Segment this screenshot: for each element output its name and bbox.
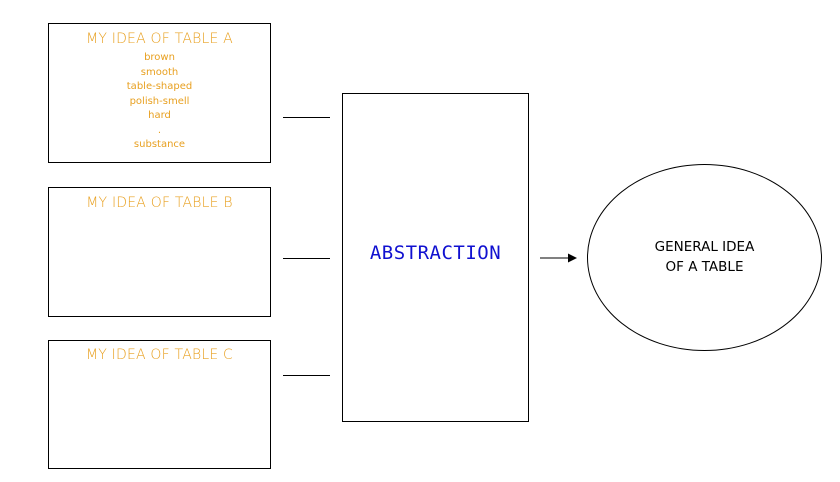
right-arrow-icon [540,253,577,263]
connector-line-a [283,117,330,118]
attribute-item: table-shaped [126,81,193,92]
attribute-item: brown [144,52,175,63]
general-idea-line-1: GENERAL IDEA [654,239,755,255]
table-a-title: MY IDEA OF TABLE A [86,31,233,47]
abstraction-box: ABSTRACTION [342,93,529,422]
general-idea-text: GENERAL IDEA OF A TABLE [588,237,821,277]
connector-line-c [283,375,330,376]
connector-line-b [283,258,330,259]
table-c-title: MY IDEA OF TABLE C [85,347,234,363]
table-b-title: MY IDEA OF TABLE B [86,195,233,211]
table-a-attribute-list: brown smooth table-shaped polish-smell h… [49,51,270,153]
attribute-item: polish-smell [129,95,190,107]
attribute-item: . [157,124,162,136]
attribute-item: smooth [140,66,179,78]
table-a-idea-box: MY IDEA OF TABLE A brown smooth table-sh… [48,23,271,163]
general-idea-ellipse: GENERAL IDEA OF A TABLE [587,164,822,351]
attribute-item: hard [148,110,171,121]
table-c-idea-box: MY IDEA OF TABLE C [48,340,271,469]
attribute-item: substance [133,139,186,150]
table-b-idea-box: MY IDEA OF TABLE B [48,187,271,317]
abstraction-label: ABSTRACTION [369,242,502,264]
general-idea-line-2: OF A TABLE [665,259,744,275]
